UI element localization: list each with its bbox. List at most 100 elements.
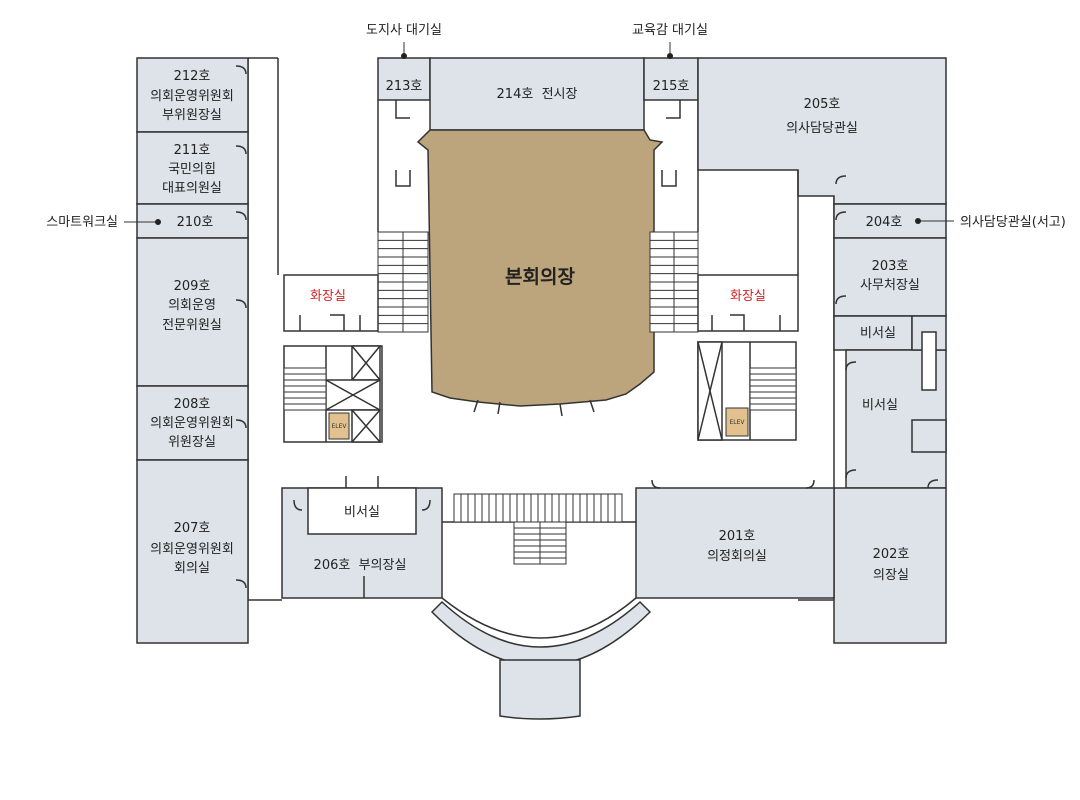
door-icon [666, 100, 681, 119]
door-icon [235, 145, 247, 155]
door-icon [235, 299, 247, 309]
label-209-line1: 209호 [174, 279, 211, 294]
label-main-hall: 본회의장 [505, 266, 575, 288]
label-207-line3: 회의실 [174, 561, 210, 576]
room-203[interactable] [833, 237, 947, 317]
bottom-wing [281, 476, 835, 720]
door-icon [661, 170, 677, 187]
room-205[interactable] [697, 57, 947, 205]
main-hall[interactable] [416, 129, 664, 407]
label-205-line2: 의사담당관실 [786, 121, 858, 136]
door-icon [395, 170, 411, 187]
label-215: 215호 [653, 79, 690, 94]
room-209[interactable] [136, 237, 249, 387]
door-icon [927, 479, 939, 489]
right-hall-stairs [649, 231, 699, 333]
room-207[interactable] [136, 459, 249, 644]
closet-shelf [921, 331, 937, 391]
door-icon [845, 469, 857, 479]
right-wing-top [697, 57, 947, 644]
toilet-left-area [283, 274, 379, 332]
callout-library: 의사담당관실(서고) [960, 215, 1066, 230]
door-icon [651, 479, 815, 489]
elev-right-label: ELEV [729, 419, 745, 426]
label-202-line1: 202호 [873, 547, 910, 562]
secretary-room-202[interactable] [845, 349, 947, 489]
label-201-line2: 의정회의실 [707, 549, 767, 564]
entrance-arc [441, 597, 637, 639]
label-toilet-left: 화장실 [310, 289, 346, 304]
elev-left-label: ELEV [331, 423, 347, 430]
closet [911, 419, 947, 453]
label-207-line1: 207호 [174, 521, 211, 536]
door-icon [293, 499, 303, 511]
label-206: 206호 부의장실 [314, 558, 407, 573]
elevator-left[interactable] [328, 412, 350, 440]
door-icon [235, 419, 247, 429]
label-secretary-3: 비서실 [344, 505, 380, 520]
label-211-line2: 국민의힘 [168, 162, 216, 177]
label-208-line2: 의회운영위원회 [150, 416, 234, 431]
label-toilet-right: 화장실 [730, 289, 766, 304]
label-205-line1: 205호 [804, 97, 841, 112]
label-211-line1: 211호 [174, 143, 211, 158]
door-icon [235, 65, 247, 75]
toilet-right[interactable] [697, 274, 799, 332]
top-wing [377, 57, 699, 232]
label-207-line2: 의회운영위원회 [150, 542, 234, 557]
label-212-line1: 212호 [174, 69, 211, 84]
callout-labels: 도지사 대기실 교육감 대기실 스마트워크실 의사담당관실(서고) [46, 23, 1066, 230]
label-208-line1: 208호 [174, 397, 211, 412]
label-213: 213호 [386, 79, 423, 94]
right-core: ELEV [697, 341, 797, 441]
label-secretary-2: 비서실 [862, 398, 898, 413]
callout-smartwork: 스마트워크실 [46, 215, 118, 230]
stair-tread-box [283, 367, 327, 411]
door-icon [345, 476, 379, 488]
secretary-room-203[interactable] [833, 315, 913, 351]
left-core: ELEV [283, 345, 383, 443]
left-hall-stairs [377, 231, 429, 333]
label-210: 210호 [177, 215, 214, 230]
entrance-canopy [430, 600, 652, 667]
label-208-line3: 위원장실 [168, 435, 216, 450]
room-201[interactable] [635, 487, 835, 599]
callout-lines [124, 42, 954, 225]
door-icon [835, 175, 847, 185]
door-icon [835, 211, 847, 221]
door-icon [421, 499, 431, 511]
left-wing [136, 57, 249, 644]
label-214: 214호 전시장 [497, 87, 578, 102]
room-211[interactable] [136, 131, 249, 205]
door-icon [845, 361, 857, 371]
label-secretary-1: 비서실 [860, 326, 896, 341]
toilet-right-area [697, 274, 799, 332]
door-icon [235, 211, 247, 221]
label-204: 204호 [866, 215, 903, 230]
callout-superintendent-waiting: 교육감 대기실 [632, 23, 708, 38]
label-203-line2: 사무처장실 [860, 278, 920, 293]
secretary-room-206[interactable] [307, 487, 417, 535]
hall-door-icon [473, 399, 595, 417]
toilet-partition [299, 314, 361, 331]
room-213[interactable] [377, 57, 431, 101]
toilet-partition [711, 314, 781, 331]
door-icon [235, 579, 247, 589]
label-212-line3: 부위원장실 [162, 108, 222, 123]
entrance-porch [499, 659, 581, 720]
label-209-line2: 의회운영 [168, 298, 216, 313]
room-202[interactable] [833, 487, 947, 644]
label-211-line3: 대표의원실 [162, 181, 222, 196]
door-icon [835, 295, 847, 305]
room-labels: 212호 의회운영위원회 부위원장실 211호 국민의힘 대표의원실 210호 … [150, 69, 920, 583]
elevator-right[interactable] [725, 407, 749, 437]
door-icon [395, 100, 410, 119]
label-209-line3: 전문위원실 [162, 318, 222, 333]
label-203-line1: 203호 [872, 259, 909, 274]
callout-governor-waiting: 도지사 대기실 [366, 23, 442, 38]
stair-tread-box [749, 367, 797, 411]
label-212-line2: 의회운영위원회 [150, 89, 234, 104]
label-202-line2: 의장실 [873, 568, 909, 583]
room-208[interactable] [136, 385, 249, 461]
